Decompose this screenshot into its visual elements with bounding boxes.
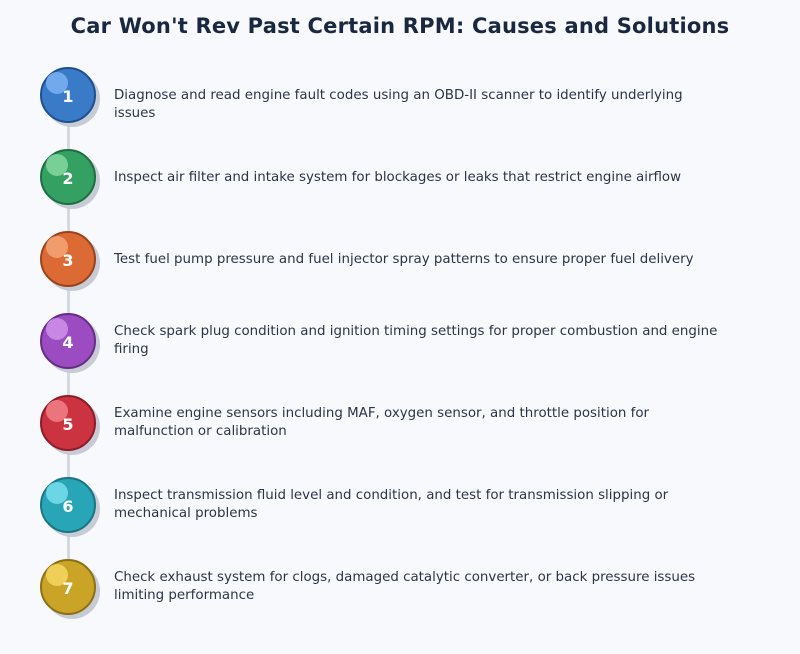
- step-marker: 6: [40, 477, 96, 533]
- step-text: Test fuel pump pressure and fuel injecto…: [114, 252, 694, 267]
- step-number: 2: [62, 169, 74, 188]
- step-marker-highlight: [46, 318, 68, 340]
- step-marker: 3: [40, 231, 96, 287]
- step-marker-highlight: [46, 154, 68, 176]
- step-marker-highlight: [46, 564, 68, 586]
- page-title: Car Won't Rev Past Certain RPM: Causes a…: [70, 14, 730, 38]
- step-number: 7: [62, 579, 74, 598]
- step-item: 4 Check spark plug condition and ignitio…: [0, 302, 800, 384]
- step-marker: 7: [40, 559, 96, 615]
- step-marker-highlight: [46, 482, 68, 504]
- step-marker: 2: [40, 149, 96, 205]
- step-item: 5 Examine engine sensors including MAF, …: [0, 384, 800, 466]
- step-marker-highlight: [46, 236, 68, 258]
- step-number: 6: [62, 497, 74, 516]
- step-number: 1: [62, 87, 74, 106]
- step-number: 4: [62, 333, 74, 352]
- step-text: Diagnose and read engine fault codes usi…: [114, 88, 683, 121]
- step-text: Examine engine sensors including MAF, ox…: [114, 406, 650, 439]
- step-number: 3: [62, 251, 74, 270]
- step-marker-highlight: [46, 72, 68, 94]
- step-text: Check spark plug condition and ignition …: [114, 324, 718, 357]
- step-text: Inspect air filter and intake system for…: [114, 170, 682, 185]
- step-text: Check exhaust system for clogs, damaged …: [114, 570, 696, 603]
- step-marker-highlight: [46, 400, 68, 422]
- step-text: Inspect transmission fluid level and con…: [114, 488, 669, 521]
- step-item: 6 Inspect transmission fluid level and c…: [0, 466, 800, 548]
- step-marker: 1: [40, 67, 96, 123]
- step-item: 3 Test fuel pump pressure and fuel injec…: [0, 220, 800, 302]
- step-marker: 5: [40, 395, 96, 451]
- step-item: 2 Inspect air filter and intake system f…: [0, 138, 800, 220]
- step-marker: 4: [40, 313, 96, 369]
- step-number: 5: [62, 415, 74, 434]
- step-item: 7 Check exhaust system for clogs, damage…: [0, 548, 800, 630]
- step-item: 1 Diagnose and read engine fault codes u…: [0, 56, 800, 138]
